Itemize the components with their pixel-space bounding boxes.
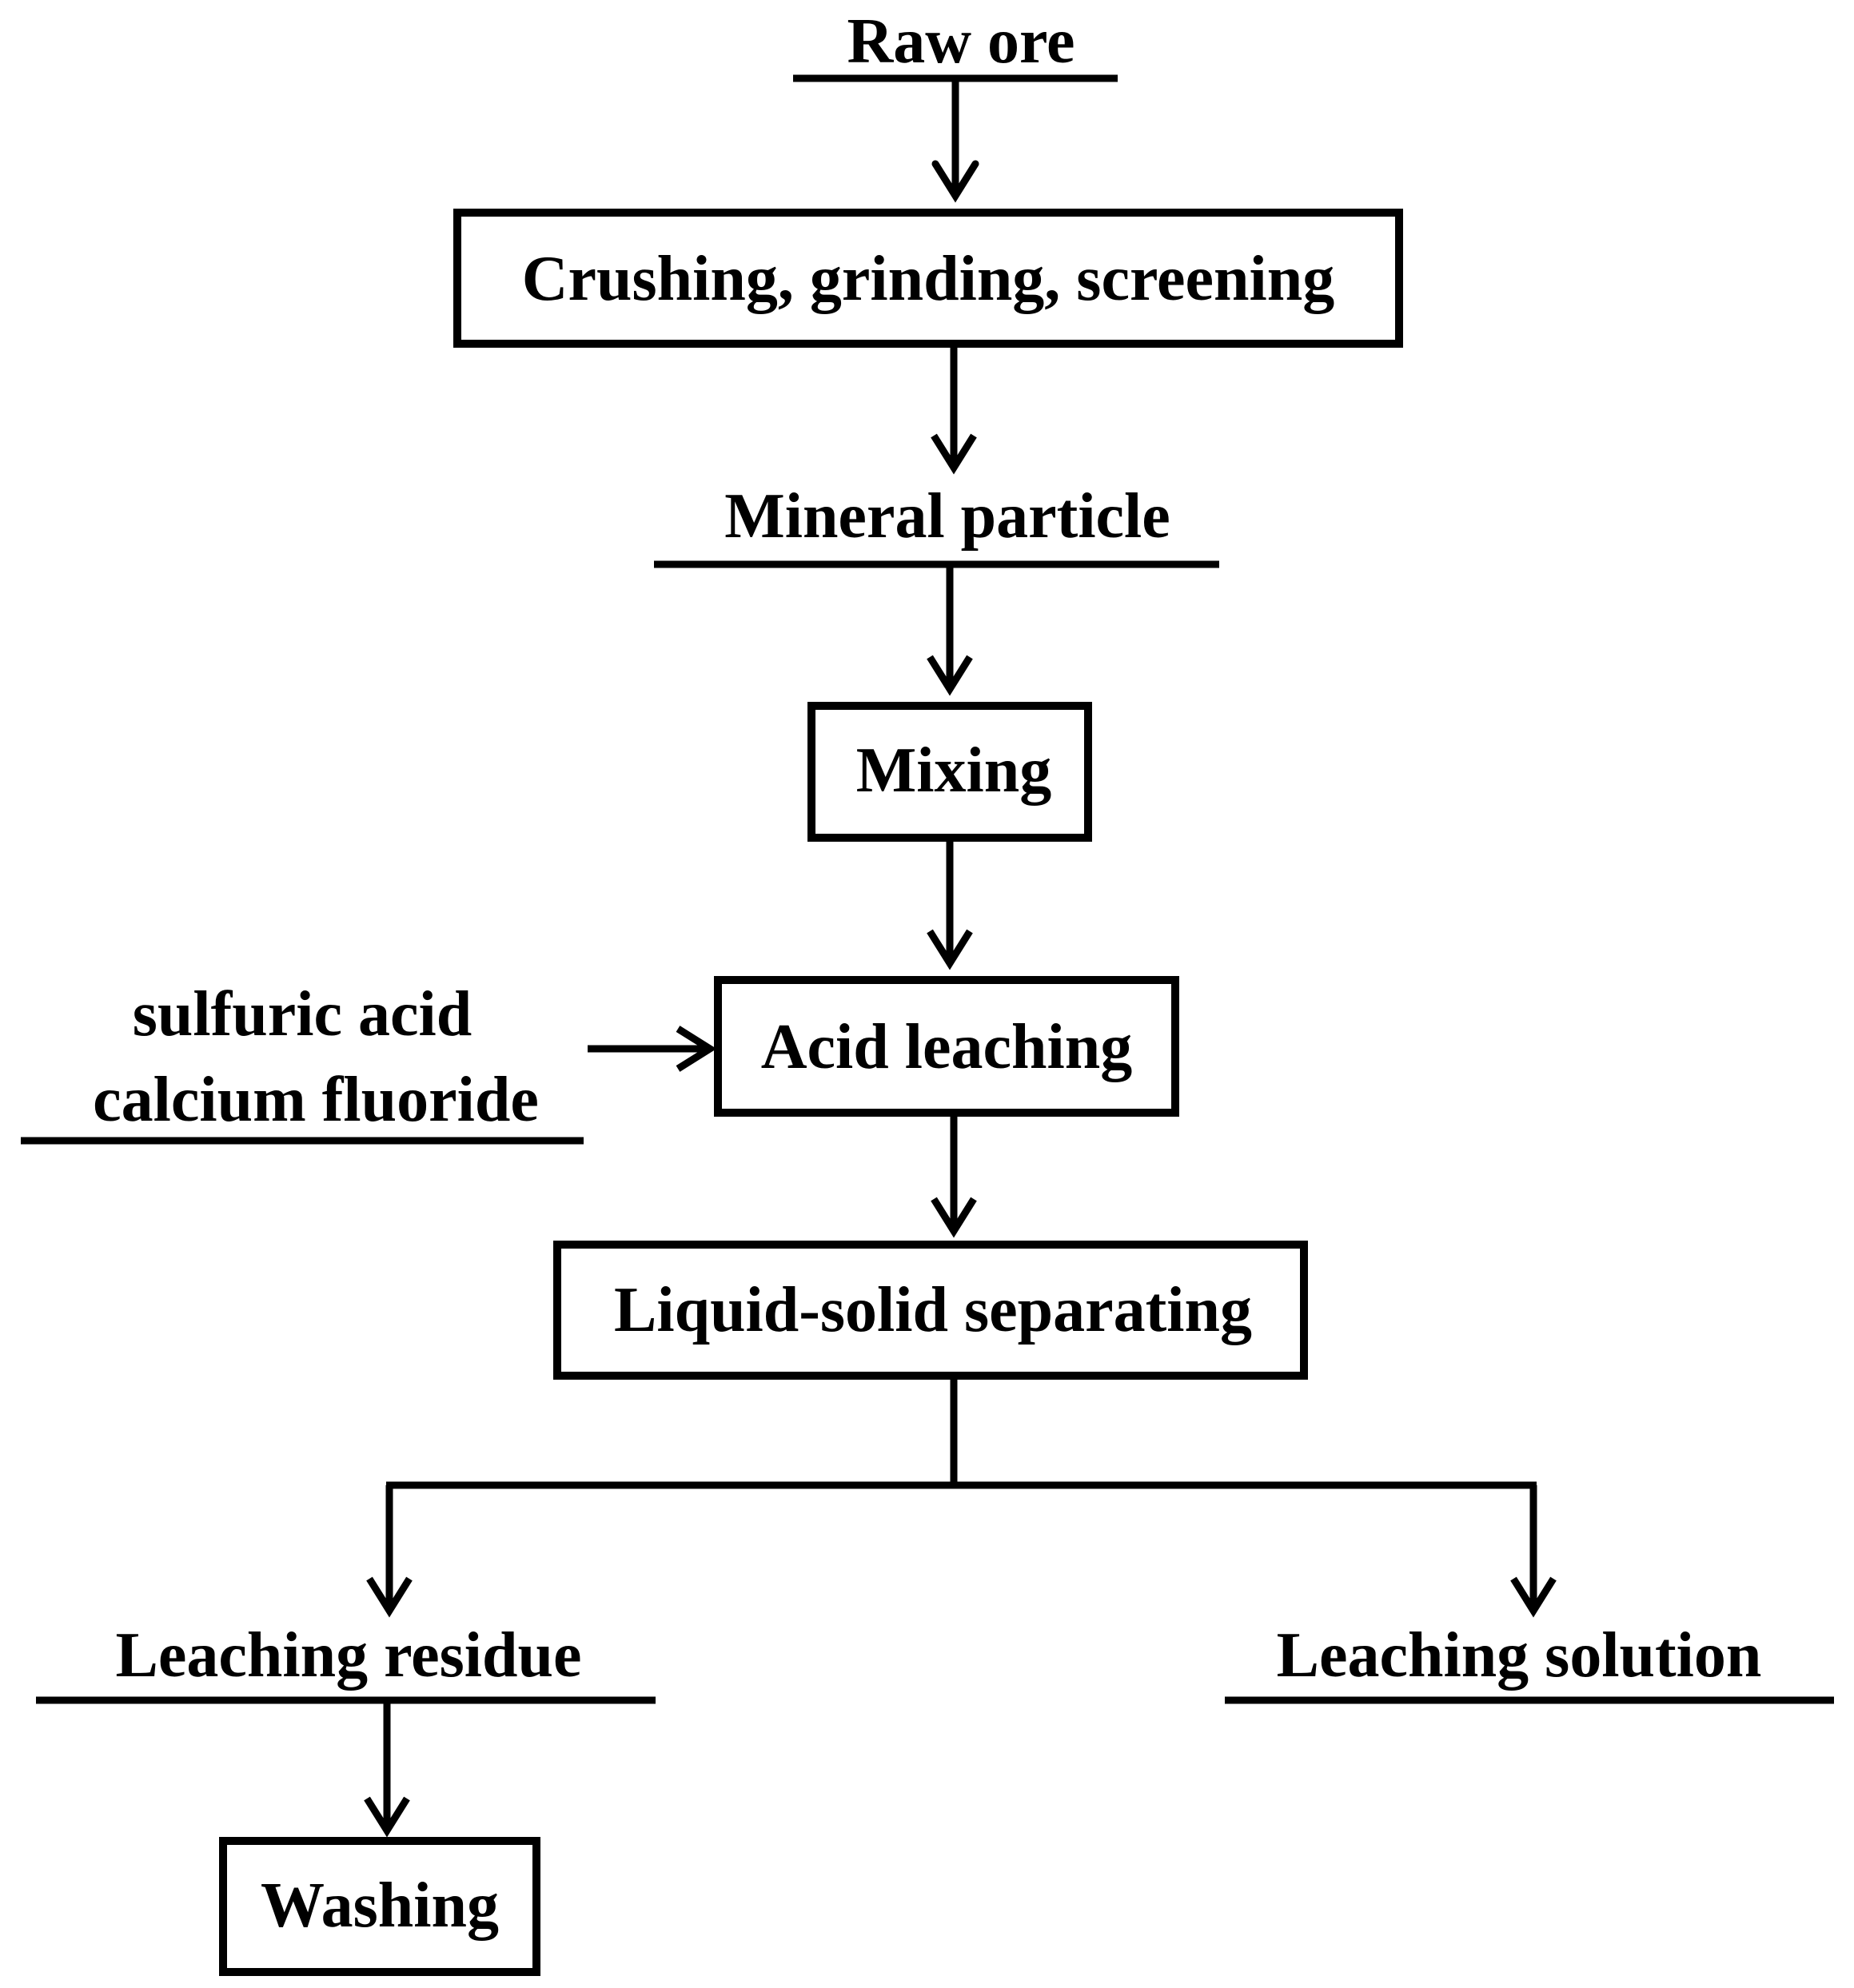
node-separating: Liquid-solid separating bbox=[614, 1275, 1252, 1345]
box-washing bbox=[219, 1837, 540, 1976]
reagent-calcium-fluoride: calcium fluoride bbox=[93, 1065, 539, 1135]
reagent-sulfuric-acid: sulfuric acid bbox=[133, 979, 472, 1050]
arrow-mineral-to-mixing bbox=[927, 564, 973, 696]
node-mixing: Mixing bbox=[856, 735, 1051, 806]
node-leaching-solution: Leaching solution bbox=[1277, 1620, 1762, 1691]
box-crushing bbox=[453, 209, 1403, 348]
box-separating bbox=[553, 1241, 1308, 1380]
node-leaching-residue: Leaching residue bbox=[115, 1620, 581, 1691]
box-mixing bbox=[807, 702, 1092, 842]
arrow-mixing-to-leaching bbox=[927, 842, 973, 970]
arrow-crushing-to-mineral bbox=[931, 348, 977, 475]
node-crushing: Crushing, grinding, screening bbox=[522, 244, 1334, 314]
node-acid-leaching: Acid leaching bbox=[761, 1012, 1132, 1082]
arrow-leaching-to-separating bbox=[931, 1117, 977, 1238]
node-mineral-particle: Mineral particle bbox=[724, 481, 1170, 552]
arrow-reagents-to-leaching bbox=[588, 1026, 717, 1072]
arrow-residue-to-washing bbox=[364, 1700, 410, 1838]
arrow-raw-ore-to-crushing bbox=[931, 78, 979, 203]
box-acid-leaching bbox=[714, 976, 1179, 1117]
node-raw-ore: Raw ore bbox=[847, 6, 1075, 77]
node-washing: Washing bbox=[261, 1870, 499, 1941]
branch-split-connector bbox=[366, 1380, 1557, 1618]
